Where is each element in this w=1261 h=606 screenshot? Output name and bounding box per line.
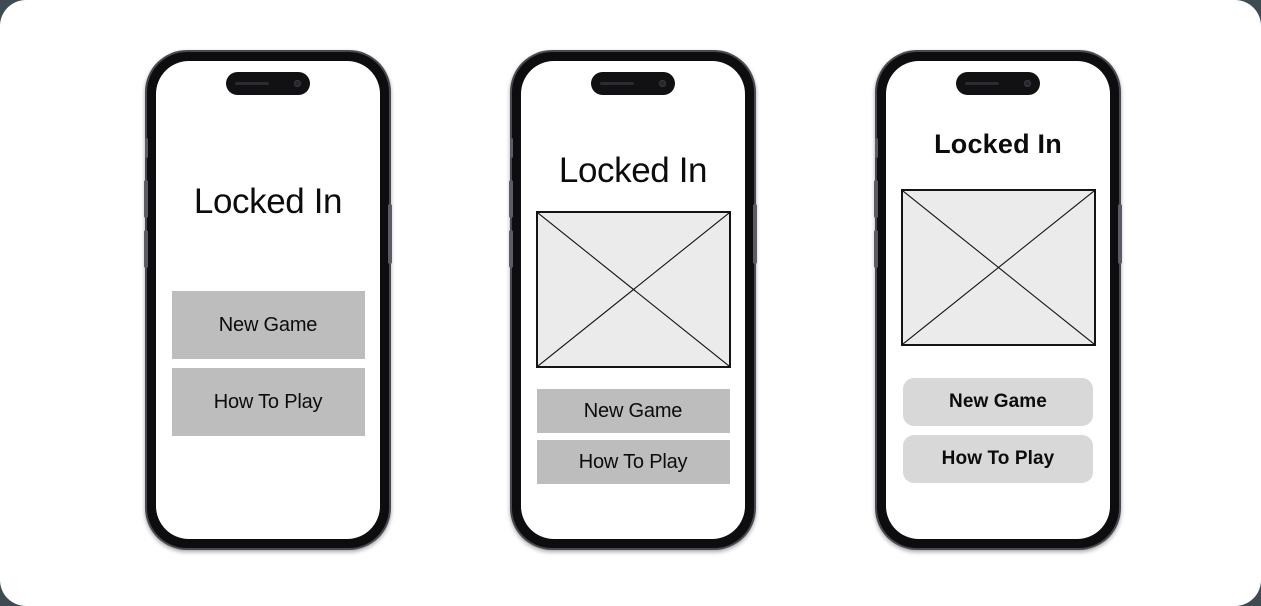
front-camera-icon <box>1024 80 1031 87</box>
volume-up-button[interactable] <box>874 180 878 218</box>
speaker-grille-icon <box>600 82 634 85</box>
how-to-play-button[interactable]: How To Play <box>903 435 1093 483</box>
image-placeholder <box>535 211 731 368</box>
phone-mockup-v2: Locked In New Game How To Play <box>509 50 757 550</box>
volume-down-button[interactable] <box>509 230 513 268</box>
phone-screen: Locked In New Game How To Play <box>886 61 1110 539</box>
silent-switch[interactable] <box>510 138 513 158</box>
menu-button-stack: New Game How To Play <box>156 291 380 436</box>
phone-frame: Locked In New Game How To Play <box>874 52 1122 548</box>
app-screen-content: Locked In New Game How To Play <box>886 61 1110 539</box>
volume-down-button[interactable] <box>874 230 878 268</box>
phone-mockup-v3: Locked In New Game How To Play <box>874 50 1122 550</box>
volume-down-button[interactable] <box>144 230 148 268</box>
phone-screen: Locked In New Game How To Play <box>156 61 380 539</box>
volume-up-button[interactable] <box>509 180 513 218</box>
image-placeholder <box>900 189 1096 346</box>
how-to-play-button[interactable]: How To Play <box>536 440 730 484</box>
phone-frame: Locked In New Game How To Play <box>144 52 392 548</box>
power-button[interactable] <box>388 204 392 264</box>
silent-switch[interactable] <box>145 138 148 158</box>
new-game-button[interactable]: New Game <box>536 389 730 433</box>
app-screen-content: Locked In New Game How To Play <box>156 61 380 539</box>
speaker-grille-icon <box>235 82 269 85</box>
power-button[interactable] <box>753 204 757 264</box>
phone-frame-rim: Locked In New Game How To Play <box>144 50 392 550</box>
new-game-button[interactable]: New Game <box>903 378 1093 426</box>
dynamic-island-notch <box>226 72 310 95</box>
how-to-play-button[interactable]: How To Play <box>171 368 365 436</box>
dynamic-island-notch <box>956 72 1040 95</box>
phone-frame: Locked In New Game How To Play <box>509 52 757 548</box>
phone-mockup-v1: Locked In New Game How To Play <box>144 50 392 550</box>
volume-up-button[interactable] <box>144 180 148 218</box>
phone-frame-rim: Locked In New Game How To Play <box>874 50 1122 550</box>
app-title: Locked In <box>558 151 708 190</box>
phone-screen: Locked In New Game How To Play <box>521 61 745 539</box>
menu-button-stack: New Game How To Play <box>886 378 1110 483</box>
dynamic-island-notch <box>591 72 675 95</box>
front-camera-icon <box>294 80 301 87</box>
power-button[interactable] <box>1118 204 1122 264</box>
silent-switch[interactable] <box>875 138 878 158</box>
app-screen-content: Locked In New Game How To Play <box>521 61 745 539</box>
front-camera-icon <box>659 80 666 87</box>
app-title: Locked In <box>193 182 343 221</box>
new-game-button[interactable]: New Game <box>171 291 365 359</box>
phone-frame-rim: Locked In New Game How To Play <box>509 50 757 550</box>
speaker-grille-icon <box>965 82 999 85</box>
menu-button-stack: New Game How To Play <box>521 389 745 484</box>
app-title: Locked In <box>934 129 1062 159</box>
